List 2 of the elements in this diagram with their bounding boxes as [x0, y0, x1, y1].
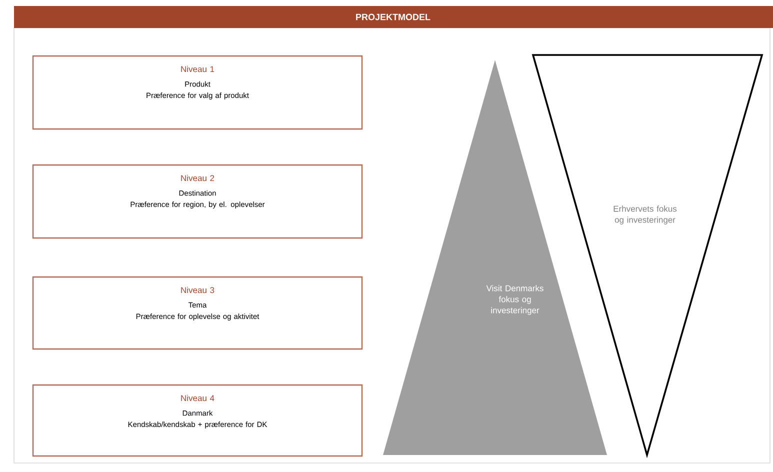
triangle: Visit Denmarks fokus og investeringer: [383, 60, 607, 455]
title-band: PROJEKTMODEL: [14, 6, 773, 28]
